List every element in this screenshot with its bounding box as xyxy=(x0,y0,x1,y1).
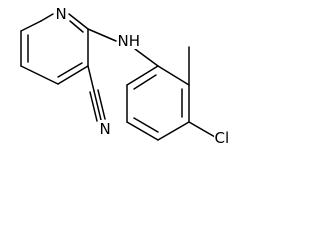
bond-nh-aryl xyxy=(134,48,159,67)
ring-nitrogen-label: N xyxy=(56,5,67,23)
bond-c6-n1 xyxy=(40,13,54,22)
bond-n1-c2-inner xyxy=(69,20,84,33)
ring-nitrogen-mask xyxy=(55,6,67,22)
pyridine-ring xyxy=(20,13,89,85)
bond-c3-cn-carbon xyxy=(87,65,95,92)
bond-c4-c5 xyxy=(126,121,159,141)
triple-bond-line-2 xyxy=(93,90,102,121)
nitrile-nitrogen-mask xyxy=(99,120,111,136)
benzene-ring xyxy=(126,65,190,141)
bond-c6-c5-corner xyxy=(20,20,42,32)
chemical-structure: N NH N Cl xyxy=(20,5,235,147)
amine-mask xyxy=(117,33,138,49)
bond-c3-c4 xyxy=(157,121,190,141)
chlorine-label: Cl xyxy=(215,129,230,147)
bond-c3-c4 xyxy=(57,65,89,85)
amine-label: NH xyxy=(118,32,141,50)
bond-n1-c2 xyxy=(68,13,89,30)
bond-chloro xyxy=(188,121,216,138)
bond-c6-c1-inner xyxy=(133,74,157,90)
amine-bridge xyxy=(87,28,159,67)
bond-c4-c5-inner xyxy=(133,117,159,133)
atom-labels: N NH N Cl xyxy=(55,5,235,147)
bond-c4-c5 xyxy=(20,65,59,85)
bond-c6-c1 xyxy=(126,65,159,86)
ring-substituents xyxy=(188,46,216,138)
nitrile-nitrogen-label: N xyxy=(100,120,111,138)
bond-c3-c4-inner xyxy=(57,62,83,78)
chlorine-mask xyxy=(214,130,235,146)
nitrile-group xyxy=(87,65,106,122)
triple-bond-line-3 xyxy=(97,89,106,120)
bond-c2-nh xyxy=(87,28,117,42)
bond-c1-c2 xyxy=(157,65,190,86)
triple-bond-line-1 xyxy=(89,91,98,122)
